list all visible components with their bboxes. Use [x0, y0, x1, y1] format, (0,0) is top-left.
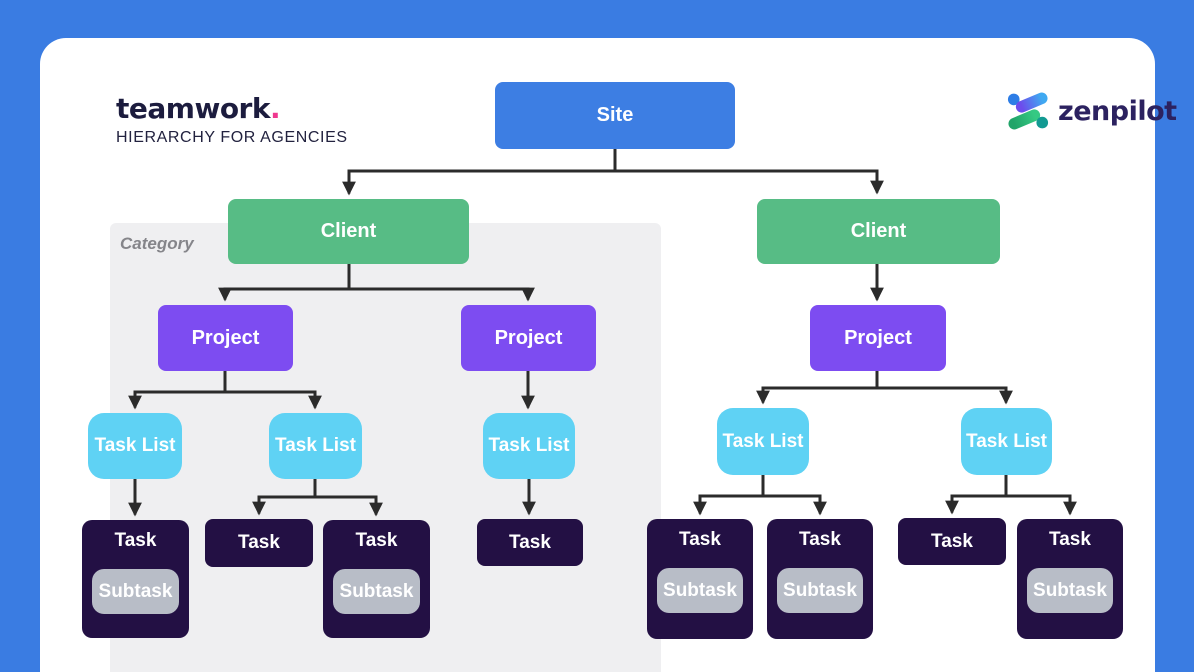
- project-node-label: Project: [494, 326, 563, 349]
- site-node-label: Site: [596, 104, 634, 126]
- task-node-label: Task: [679, 529, 721, 550]
- client-node-label: Client: [850, 220, 907, 242]
- project-node-3: Project: [810, 305, 946, 371]
- task-node-label: Task: [238, 532, 280, 553]
- task-list-node-3: Task List: [483, 413, 575, 479]
- task-list-node-4: Task List: [717, 408, 809, 475]
- subtask-node-5: Subtask: [1027, 568, 1113, 613]
- task-node-4: Task: [477, 519, 583, 566]
- zenpilot-z-icon: [1007, 92, 1049, 130]
- teamwork-subtitle: HIERARCHY FOR AGENCIES: [116, 129, 348, 146]
- task-list-node-label: Task List: [966, 430, 1047, 452]
- task-node-label: Task: [114, 530, 157, 551]
- project-node-2: Project: [461, 305, 596, 371]
- client-node-label: Client: [320, 220, 377, 242]
- subtask-node-3: Subtask: [657, 568, 743, 613]
- task-node-label: Task: [355, 530, 398, 551]
- task-list-node-5: Task List: [961, 408, 1052, 475]
- task-node-label: Task: [931, 530, 973, 552]
- task-node-7: Task: [898, 518, 1006, 565]
- task-list-node-2: Task List: [269, 413, 362, 479]
- task-list-node-label: Task List: [722, 430, 804, 452]
- site-node: Site: [495, 82, 735, 149]
- subtask-node-1: Subtask: [92, 569, 179, 614]
- task-node-6: Task Subtask: [767, 519, 873, 639]
- task-list-node-label: Task List: [94, 435, 176, 456]
- subtask-node-4: Subtask: [777, 568, 863, 613]
- task-node-2: Task: [205, 519, 313, 567]
- subtask-node-label: Subtask: [783, 579, 857, 601]
- zenpilot-logo: zenpilot: [1006, 92, 1177, 130]
- subtask-node-2: Subtask: [333, 569, 420, 614]
- project-node-label: Project: [191, 326, 260, 349]
- task-node-1: Task Subtask: [82, 520, 189, 638]
- project-node-1: Project: [158, 305, 293, 371]
- task-node-5: Task Subtask: [647, 519, 753, 639]
- task-list-node-label: Task List: [275, 435, 356, 456]
- teamwork-dot: .: [269, 92, 281, 125]
- teamwork-wordmark: teamwork.: [116, 94, 348, 124]
- subtask-node-label: Subtask: [98, 580, 173, 602]
- task-node-label: Task: [1049, 529, 1091, 550]
- teamwork-wordmark-text: teamwork: [116, 92, 270, 125]
- zenpilot-wordmark: zenpilot: [1058, 95, 1177, 127]
- task-node-3: Task Subtask: [323, 520, 430, 638]
- category-label: Category: [120, 234, 194, 253]
- task-list-node-label: Task List: [488, 435, 570, 456]
- client-node-right: Client: [757, 199, 1000, 264]
- task-node-label: Task: [509, 531, 551, 553]
- task-list-node-1: Task List: [88, 413, 182, 479]
- task-node-label: Task: [799, 529, 841, 550]
- client-node-left: Client: [228, 199, 469, 264]
- task-node-8: Task Subtask: [1017, 519, 1123, 639]
- teamwork-logo: teamwork. HIERARCHY FOR AGENCIES: [116, 94, 348, 147]
- project-node-label: Project: [844, 326, 912, 349]
- subtask-node-label: Subtask: [1033, 579, 1107, 601]
- subtask-node-label: Subtask: [339, 580, 414, 602]
- subtask-node-label: Subtask: [663, 579, 737, 601]
